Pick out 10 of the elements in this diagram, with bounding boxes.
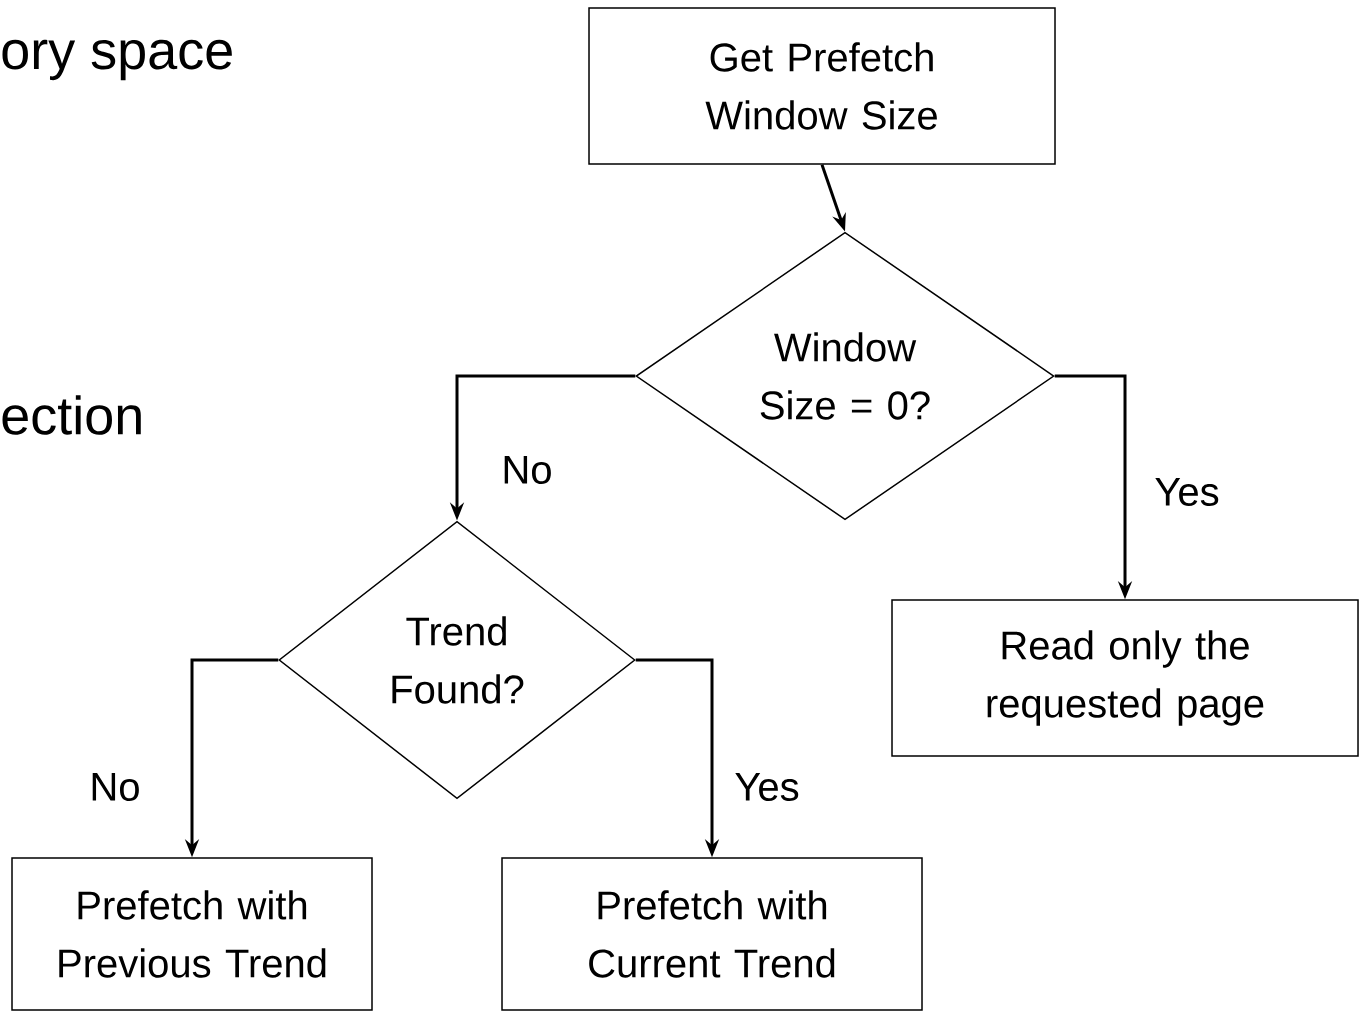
edge-label: No <box>87 771 143 803</box>
heading-text: ection <box>2 395 141 435</box>
edge-label: No <box>499 454 555 486</box>
process-box: Get Prefetch Window Size <box>588 7 1056 165</box>
heading-text: ory space <box>2 39 232 81</box>
edge-label: Yes <box>1152 476 1222 508</box>
edge-label: Yes <box>732 771 802 803</box>
process-box: Prefetch with Previous Trend <box>11 857 373 1011</box>
process-box: Read only the requested page <box>891 599 1359 757</box>
process-box: Prefetch with Current Trend <box>501 857 923 1011</box>
